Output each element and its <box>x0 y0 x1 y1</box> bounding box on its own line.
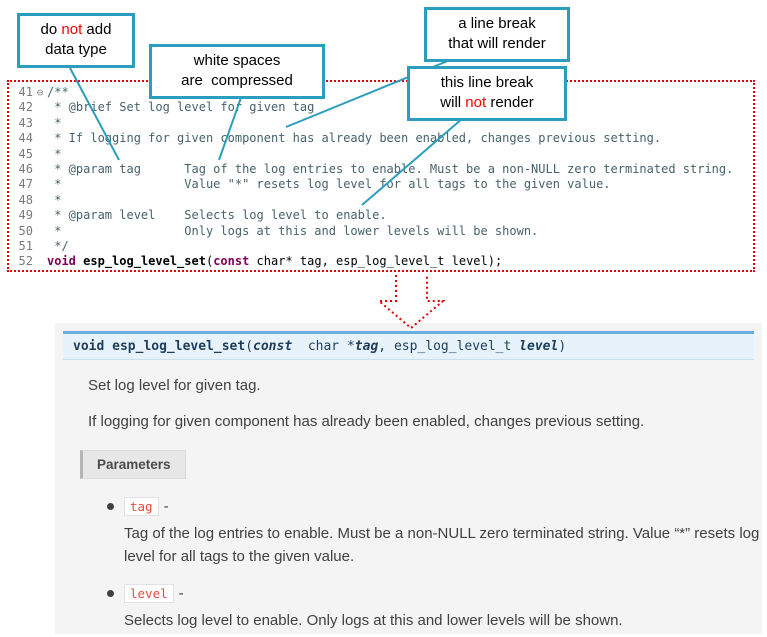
line-number: 49 <box>18 208 33 223</box>
callout-text: do not add <box>40 21 112 38</box>
param-name-literal: level <box>124 584 174 603</box>
code-line: 52 void esp_log_level_set(const char* tag… <box>9 254 753 269</box>
brief-description: Set log level for given tag. <box>88 377 261 394</box>
param-item: tag- Tag of the log entries to enable. Mu… <box>107 497 762 568</box>
code-editor-snippet: 41⊖/**42 * @brief Set log level for give… <box>7 80 755 272</box>
callout-line-break-renders: a line break that will render <box>424 7 570 62</box>
code-text: * @brief Set log level for given tag <box>47 100 315 115</box>
line-number: 47 <box>18 177 33 192</box>
code-line: 42 * @brief Set log level for given tag <box>9 100 753 115</box>
callout-text: this line break <box>440 74 534 91</box>
bullet-icon <box>107 503 114 510</box>
code-line: 44 * If logging for given component has … <box>9 131 753 146</box>
flow-arrow-icon <box>376 275 446 330</box>
code-lines: 41⊖/**42 * @brief Set log level for give… <box>9 85 753 270</box>
code-text: * <box>47 146 62 161</box>
callout-text: a line break <box>458 15 536 32</box>
line-number: 41 <box>18 85 33 99</box>
code-line: 49 * @param level Selects log level to e… <box>9 208 753 223</box>
function-signature: void esp_log_level_set(const char *tag, … <box>63 331 754 360</box>
callout-text: that will render <box>448 35 546 53</box>
code-line: 51 */ <box>9 239 753 254</box>
line-number: 51 <box>18 239 33 254</box>
code-line: 45 * <box>9 147 753 162</box>
param-separator: - <box>178 585 184 602</box>
line-number: 44 <box>18 131 33 146</box>
code-text: * Value "*" resets log level for all tag… <box>47 177 611 192</box>
callout-text: will not render <box>440 94 534 112</box>
code-line: 48 * <box>9 193 753 208</box>
param-description: Tag of the log entries to enable. Must b… <box>124 525 760 565</box>
code-line: 50 * Only logs at this and lower levels … <box>9 224 753 239</box>
code-line: 41⊖/** <box>9 85 753 100</box>
param-list: tag-Tag of the log entries to enable. Mu… <box>55 497 762 633</box>
line-number: 42 <box>18 100 33 115</box>
code-text: * If logging for given component has alr… <box>47 131 662 146</box>
code-line: 43 * <box>9 116 753 131</box>
callout-white-spaces-compressed: white spaces are compressed <box>149 44 325 99</box>
detail-description: If logging for given component has alrea… <box>88 413 645 430</box>
line-number: 50 <box>18 223 33 238</box>
code-text: void esp_log_level_set(const char* tag, … <box>47 254 503 269</box>
code-text: * @param level Selects log level to enab… <box>47 208 387 223</box>
code-text: * <box>47 192 62 207</box>
param-item: level- Selects log level to enable. Only … <box>107 584 762 633</box>
line-number: 45 <box>18 146 33 161</box>
param-name-literal: tag <box>124 497 159 516</box>
code-text: * Only logs at this and lower levels wil… <box>47 223 539 238</box>
line-number: 52 <box>18 254 33 269</box>
callout-do-not-add-data-type: do not add data type <box>17 13 135 68</box>
rendered-docs: void esp_log_level_set(const char *tag, … <box>55 323 762 634</box>
fold-collapse-icon[interactable]: ⊖ <box>36 86 44 99</box>
callout-text: white spaces <box>193 52 281 69</box>
line-number: 46 <box>18 162 33 177</box>
code-text: * @param tag Tag of the log entries to e… <box>47 162 734 177</box>
code-text: * <box>47 115 62 130</box>
parameters-heading: Parameters <box>80 450 186 479</box>
callout-text: are compressed <box>181 72 293 90</box>
param-separator: - <box>163 498 169 515</box>
code-text: /** <box>47 85 69 99</box>
bullet-icon <box>107 590 114 597</box>
line-number: 48 <box>18 192 33 207</box>
code-text: */ <box>47 239 69 254</box>
param-description: Selects log level to enable. Only logs a… <box>124 612 623 629</box>
code-line: 47 * Value "*" resets log level for all … <box>9 177 753 192</box>
callout-line-break-not-render: this line break will not render <box>407 66 567 121</box>
code-line: 46 * @param tag Tag of the log entries t… <box>9 162 753 177</box>
line-number: 43 <box>18 115 33 130</box>
callout-text: data type <box>45 41 107 59</box>
